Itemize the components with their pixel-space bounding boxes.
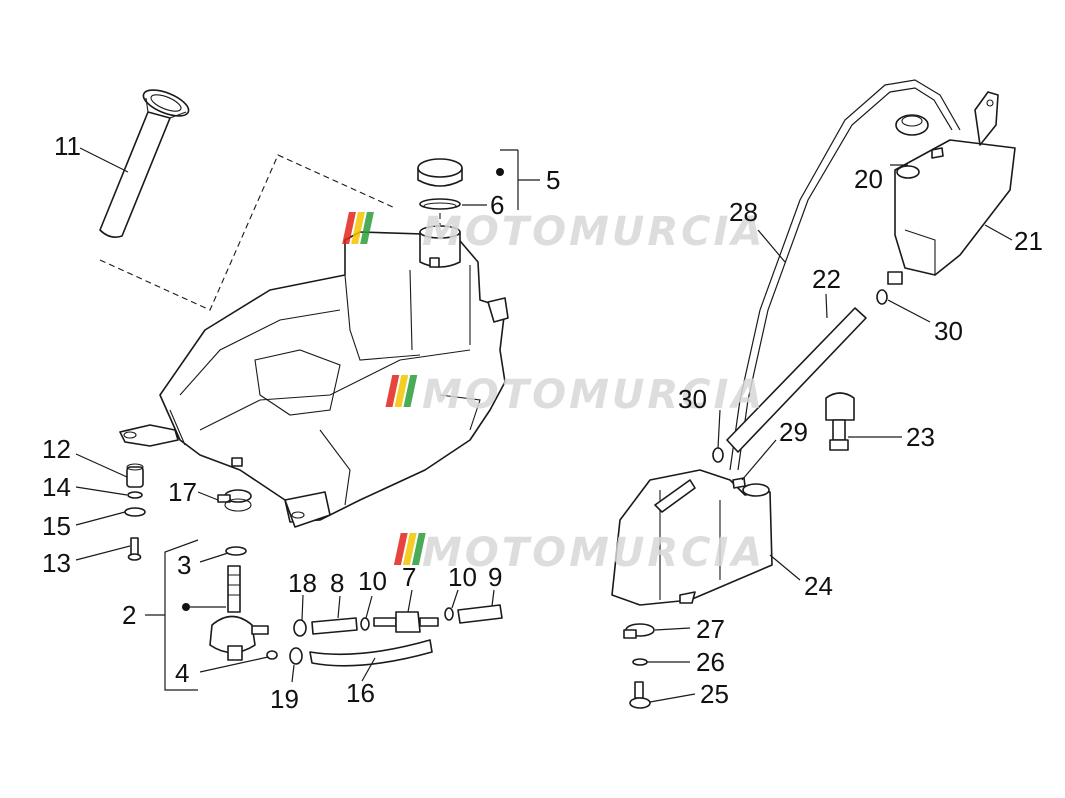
callout-11: 11 — [54, 131, 81, 161]
callout-13: 13 — [42, 548, 71, 578]
fuel-tap — [209, 565, 269, 661]
filler-tube — [99, 89, 190, 238]
callout-18: 18 — [288, 568, 317, 598]
dashed-guide-filler — [99, 154, 396, 311]
filler-cap — [417, 158, 463, 187]
hose-clamp-17 — [217, 489, 252, 512]
oil-reservoir — [611, 469, 773, 606]
callout-10-left: 10 — [358, 566, 387, 596]
watermark-text-1: MOTOMURCIA — [422, 209, 765, 255]
washer-small — [127, 491, 143, 499]
callout-2: 2 — [122, 600, 136, 630]
clip-29 — [732, 477, 746, 489]
callout-17: 17 — [168, 477, 197, 507]
washer-large — [124, 507, 146, 517]
callout-14: 14 — [42, 472, 71, 502]
callout-24: 24 — [804, 571, 833, 601]
callout-6: 6 — [490, 190, 504, 220]
drain-screw-25 — [629, 681, 651, 709]
clip-19 — [289, 647, 303, 665]
callout-3: 3 — [177, 550, 191, 580]
callout-27: 27 — [696, 614, 725, 644]
bolt — [127, 537, 142, 561]
tap-screw — [266, 650, 278, 660]
watermark-logo-3: MOTOMURCIA — [393, 530, 765, 576]
callout-15: 15 — [42, 511, 71, 541]
clip-10-left — [360, 617, 370, 631]
callout-7: 7 — [402, 562, 416, 592]
callout-20: 20 — [854, 164, 883, 194]
watermark-text-2: MOTOMURCIA — [422, 372, 765, 418]
callout-30-upper: 30 — [934, 316, 963, 346]
callout-16: 16 — [346, 678, 375, 708]
watermark-text-3: MOTOMURCIA — [422, 530, 765, 576]
hose-28 — [729, 79, 961, 471]
washer-26 — [632, 658, 648, 666]
callout-25: 25 — [700, 679, 729, 709]
dipstick — [825, 392, 855, 451]
callout-21: 21 — [1014, 226, 1043, 256]
expansion-tank — [887, 91, 1016, 285]
fuel-tank — [119, 225, 509, 528]
clip-30-upper — [876, 289, 888, 305]
callout-4: 4 — [175, 658, 189, 688]
cap-gasket — [419, 198, 461, 210]
callout-8: 8 — [330, 568, 344, 598]
leader-lines — [75, 147, 1013, 703]
rubber-bushing — [126, 463, 144, 488]
hose-16 — [309, 639, 433, 667]
clip-10-right — [444, 607, 454, 621]
callout-23: 23 — [906, 422, 935, 452]
hose-8 — [311, 617, 358, 635]
callout-10-right: 10 — [448, 562, 477, 592]
tap-washer — [225, 546, 247, 556]
callout-5: 5 — [546, 165, 560, 195]
assembly-dot — [496, 168, 504, 176]
fuel-filter — [373, 611, 439, 633]
clip-30-lower — [712, 447, 724, 463]
hose-22 — [726, 307, 867, 453]
callout-12: 12 — [42, 434, 71, 464]
watermark-logo-1: MOTOMURCIA — [342, 209, 765, 255]
clip-18 — [293, 619, 307, 637]
watermark-logo-2: MOTOMURCIA — [385, 372, 765, 418]
callout-19: 19 — [270, 684, 299, 714]
clamp-27 — [623, 623, 655, 639]
small-clip-20 — [931, 147, 944, 159]
expansion-cap — [895, 114, 929, 179]
callout-28: 28 — [729, 197, 758, 227]
callout-labels: 11 5 6 12 14 15 13 17 3 2 4 18 8 10 7 10… — [42, 131, 1043, 714]
hose-9 — [457, 604, 503, 624]
callout-22: 22 — [812, 264, 841, 294]
callout-30-lower: 30 — [678, 384, 707, 414]
callout-9: 9 — [488, 562, 502, 592]
callout-26: 26 — [696, 647, 725, 677]
callout-29: 29 — [779, 417, 808, 447]
